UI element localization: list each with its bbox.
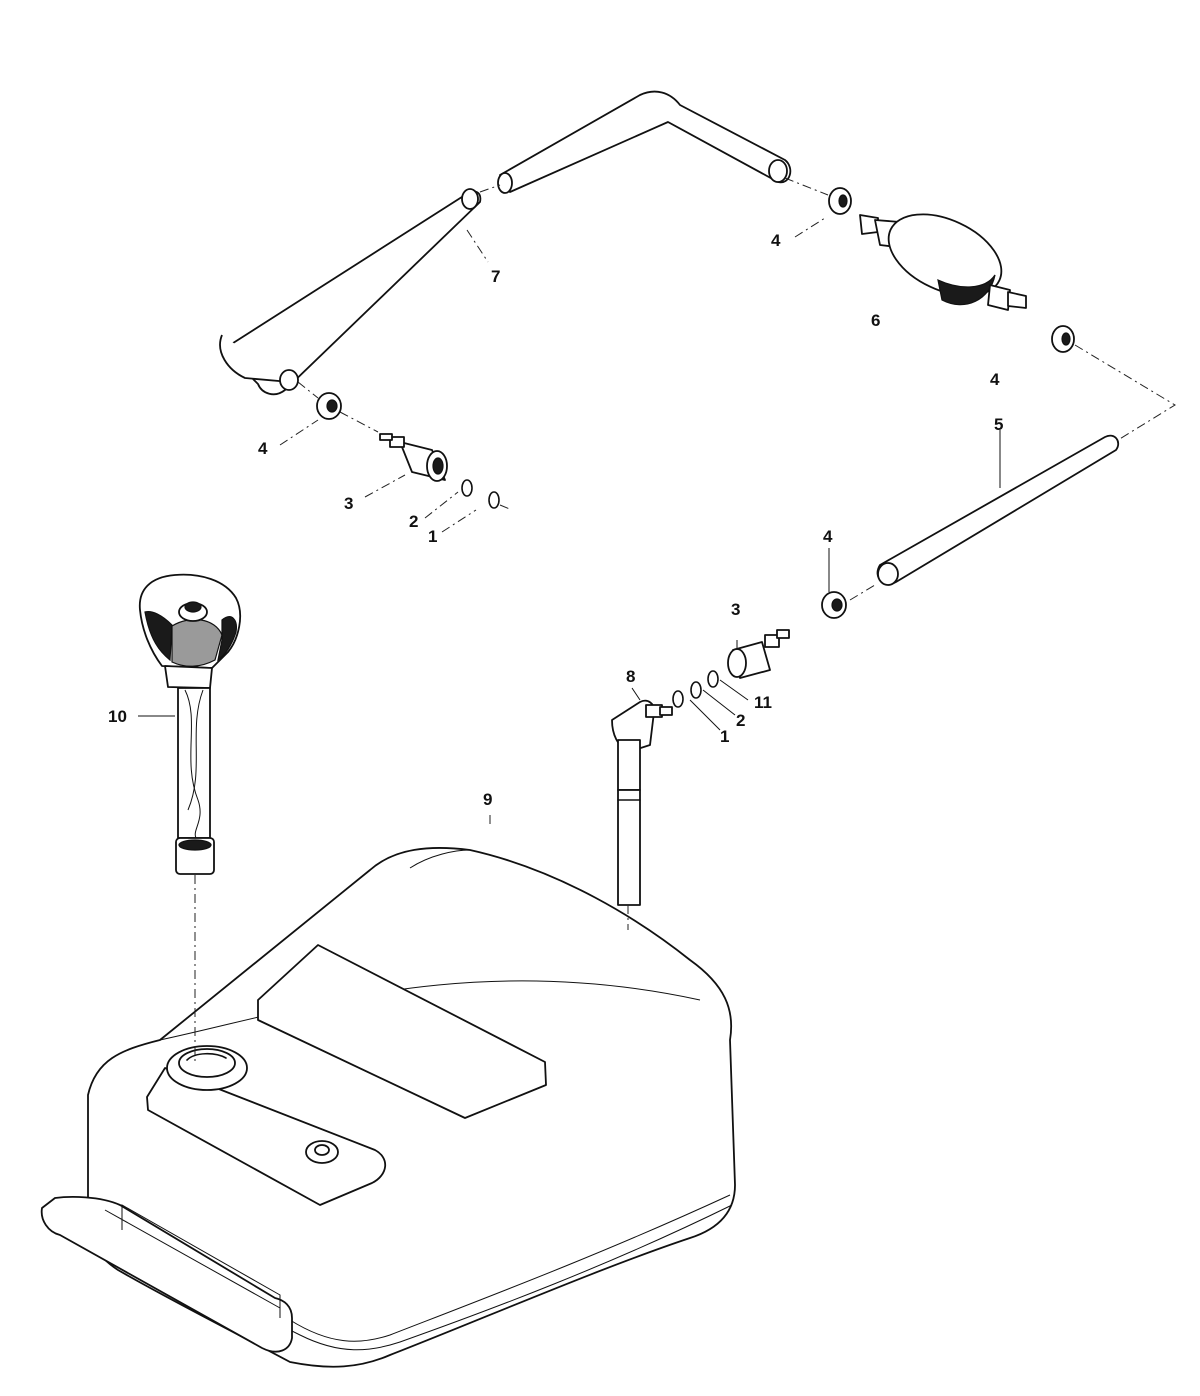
callout-6: 6 bbox=[871, 311, 880, 330]
callout-1: 1 bbox=[428, 527, 437, 546]
fuel-line-hose-short bbox=[876, 434, 1120, 586]
callout-4: 4 bbox=[258, 439, 268, 458]
assembly-centerlines bbox=[194, 177, 1176, 1065]
callout-3: 3 bbox=[731, 600, 740, 619]
hose-clamp bbox=[821, 591, 847, 619]
callout-11: 11 bbox=[754, 693, 772, 712]
fuel-pickup-elbow bbox=[611, 699, 673, 906]
callout-3: 3 bbox=[344, 494, 353, 513]
o-rings bbox=[461, 479, 719, 708]
callout-9: 9 bbox=[483, 790, 492, 809]
callout-1: 1 bbox=[720, 727, 729, 746]
fuel-gauge-assembly bbox=[139, 573, 241, 875]
connector-upper bbox=[379, 433, 448, 482]
fuel-line-hose-long bbox=[219, 90, 792, 396]
connector-lower bbox=[727, 629, 790, 679]
callout-10: 10 bbox=[108, 707, 127, 726]
callout-8: 8 bbox=[626, 667, 635, 686]
connectors bbox=[379, 433, 790, 679]
callout-2: 2 bbox=[736, 711, 745, 730]
hose-clamp bbox=[1051, 325, 1075, 353]
callout-2: 2 bbox=[409, 512, 418, 531]
callout-4: 4 bbox=[823, 527, 833, 546]
hose-clamp bbox=[316, 392, 342, 420]
callout-4: 4 bbox=[771, 231, 781, 250]
callout-labels: 7 4 6 4 5 4 3 2 1 4 3 8 11 2 1 10 9 bbox=[108, 231, 1003, 809]
hose-clamp bbox=[828, 187, 852, 215]
callout-7: 7 bbox=[491, 267, 500, 286]
callout-4: 4 bbox=[990, 370, 1000, 389]
fuel-tank bbox=[40, 847, 736, 1368]
primer-bulb bbox=[859, 213, 1027, 311]
hose-clamps bbox=[316, 187, 1075, 619]
callout-5: 5 bbox=[994, 415, 1003, 434]
leader-lines bbox=[138, 217, 1001, 825]
